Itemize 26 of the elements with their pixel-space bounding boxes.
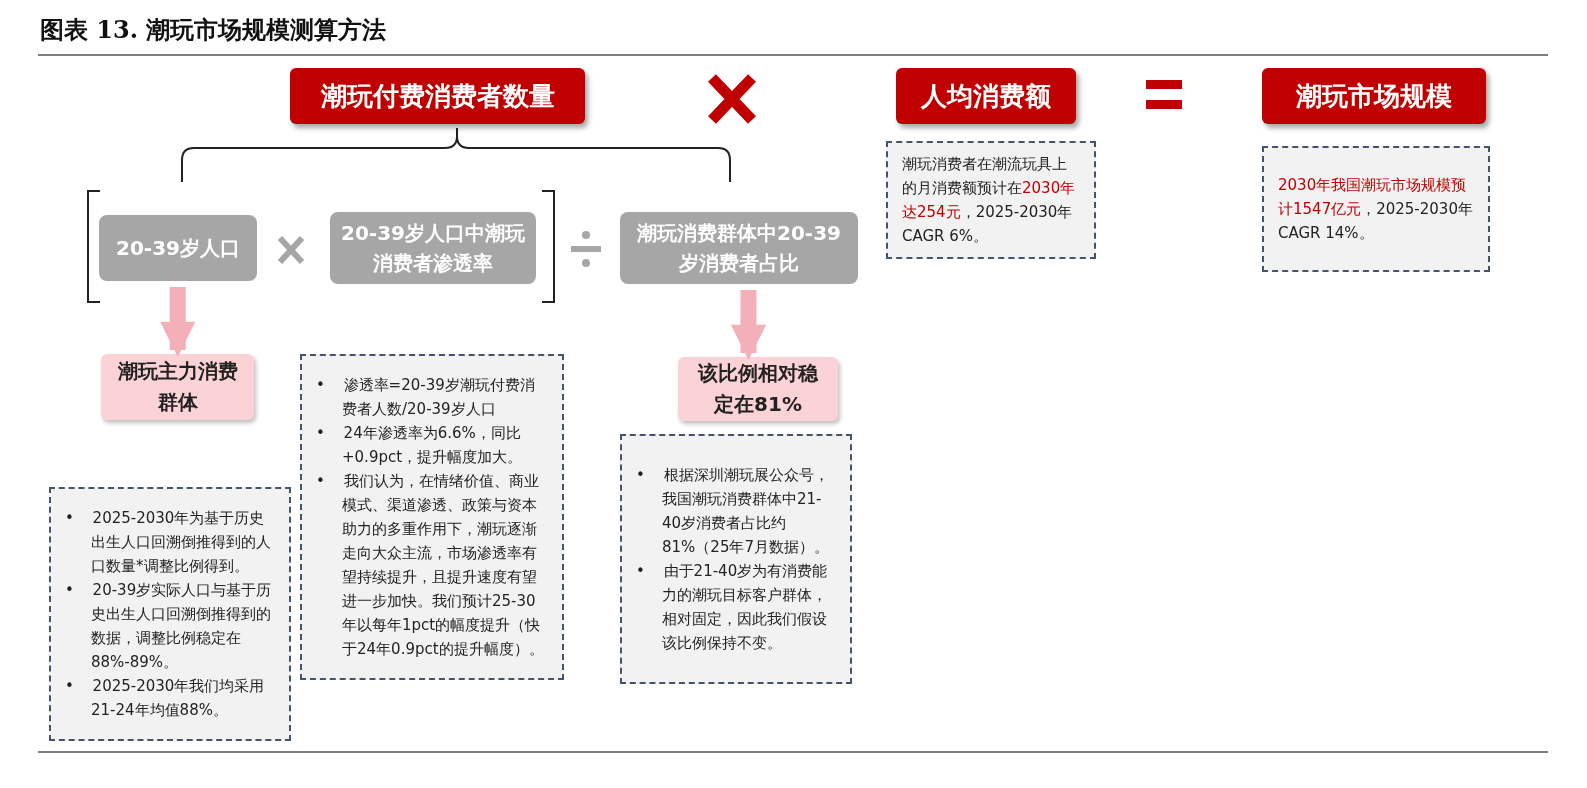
note-box (1262, 146, 1490, 272)
result-box: 潮玩主力消费群体 (101, 354, 254, 420)
bullet-item: • 渗透率=20-39岁潮玩付费消费者人数/20-39岁人口 (316, 375, 536, 420)
factor-box: 20-39岁人口中潮玩消费者渗透率 (330, 212, 536, 284)
bullet-item: • 2025-2030年为基于历史出生人口回溯倒推得到的人口数量*调整比例得到。 (65, 508, 272, 577)
factor-box: 20-39岁人口 (99, 215, 257, 281)
bullet-item: • 20-39岁实际人口与基于历史出生人口回溯倒推得到的数据，调整比例稳定在88%-89%。 (65, 580, 273, 673)
note-text: 潮玩消费者在潮流玩具上的月消费额预计在2030年达254元，2025-2030年CAGR 6%。 (902, 154, 1077, 247)
note-box (49, 487, 291, 741)
block-arrow (160, 287, 196, 358)
bullet-item: • 2025-2030年我们均采用21-24年均值88%。 (65, 676, 266, 721)
block-arrow (730, 290, 767, 361)
note-text: 2030年我国潮玩市场规模预计1547亿元，2025-2030年CAGR 14%。 (1278, 175, 1474, 244)
header-box: 潮玩市场规模 (1262, 68, 1486, 124)
note-box (886, 141, 1096, 259)
bullet-item: • 根据深圳潮玩展公众号，我国潮玩消费群体中21-40岁消费者占比约81%（25年7月数据）。 (636, 465, 830, 558)
bullet-item: • 24年渗透率为6.6%，同比+0.9pct，提升幅度加大。 (316, 423, 524, 468)
note-box (620, 434, 852, 684)
header-box: 人均消费额 (896, 68, 1076, 124)
factor-box: 潮玩消费群体中20-39岁消费者占比 (620, 212, 858, 284)
note-box (300, 354, 564, 680)
figure-title: 图表 13. 潮玩市场规模测算方法 (40, 14, 387, 46)
bullet-item: • 由于21-40岁为有消费能力的潮玩目标客户群体，相对固定，因此我们假设该比例保持不变。 (636, 561, 829, 654)
result-box: 该比例相对稳定在81% (678, 357, 838, 421)
bullet-item: • 我们认为，在情绪价值、商业模式、渠道渗透、政策与资本助力的多重作用下，潮玩逐渐走向大众主流，市场渗透率有望持续提升，且提升速度有望进一步加快。我们预计25-30年以每年1pct的幅度提升（快于24年0.9pct的提升幅度）。 (316, 471, 545, 660)
header-box: 潮玩付费消费者数量 (290, 68, 585, 124)
